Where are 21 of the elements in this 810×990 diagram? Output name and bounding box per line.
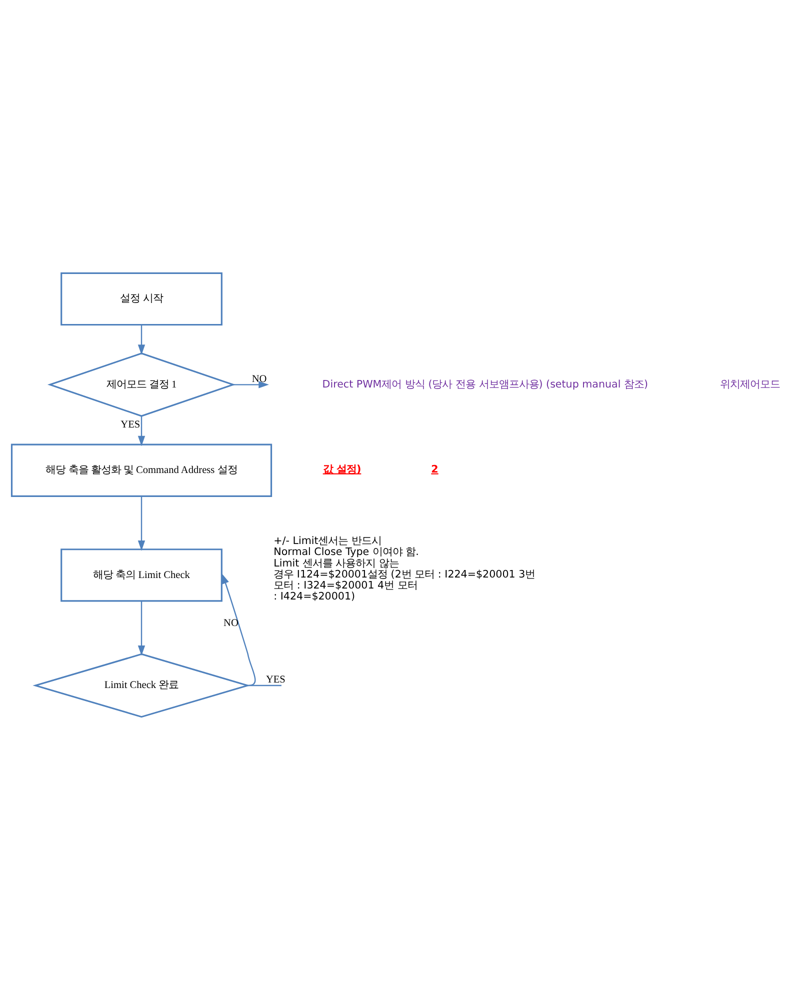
- label: +/- Limit센서는 반드시 Normal Close Type 이여야 함. Limit 센서를 사용하지 않는 경우 I124=$20001설정 (2번 모터 : I224=$20001 3번 모터 : I324=$20001 4번 모터 : I424=$20001): [274, 535, 536, 603]
- label: 위치제어모드: [720, 378, 780, 390]
- label: 2: [431, 463, 438, 476]
- edge-label: YES: [120, 420, 140, 431]
- label: Direct PWM제어 방식 (당사 전용 서보앰프사용) (setup manual 참조): [322, 378, 648, 390]
- label: 값 설정): [322, 463, 362, 476]
- arrow: [138, 601, 146, 656]
- node-box: 설정 시작: [60, 272, 222, 326]
- arrow: [232, 381, 269, 388]
- arrow: [222, 573, 256, 686]
- arrow: [138, 416, 146, 446]
- edge-label: YES: [266, 674, 286, 686]
- node-box: 해당 축을 활성화 및 Command Address 설정: [10, 444, 272, 497]
- connector: [248, 684, 282, 686]
- node-diamond: Limit Check 완료: [32, 653, 250, 718]
- arrow: [138, 496, 146, 551]
- edge-label: NO: [252, 374, 267, 385]
- edge-label: NO: [224, 618, 238, 630]
- node-box: 해당 축의 Limit Check: [60, 548, 222, 602]
- arrow: [138, 324, 146, 355]
- node-diamond: 제어모드 결정 1: [47, 352, 236, 417]
